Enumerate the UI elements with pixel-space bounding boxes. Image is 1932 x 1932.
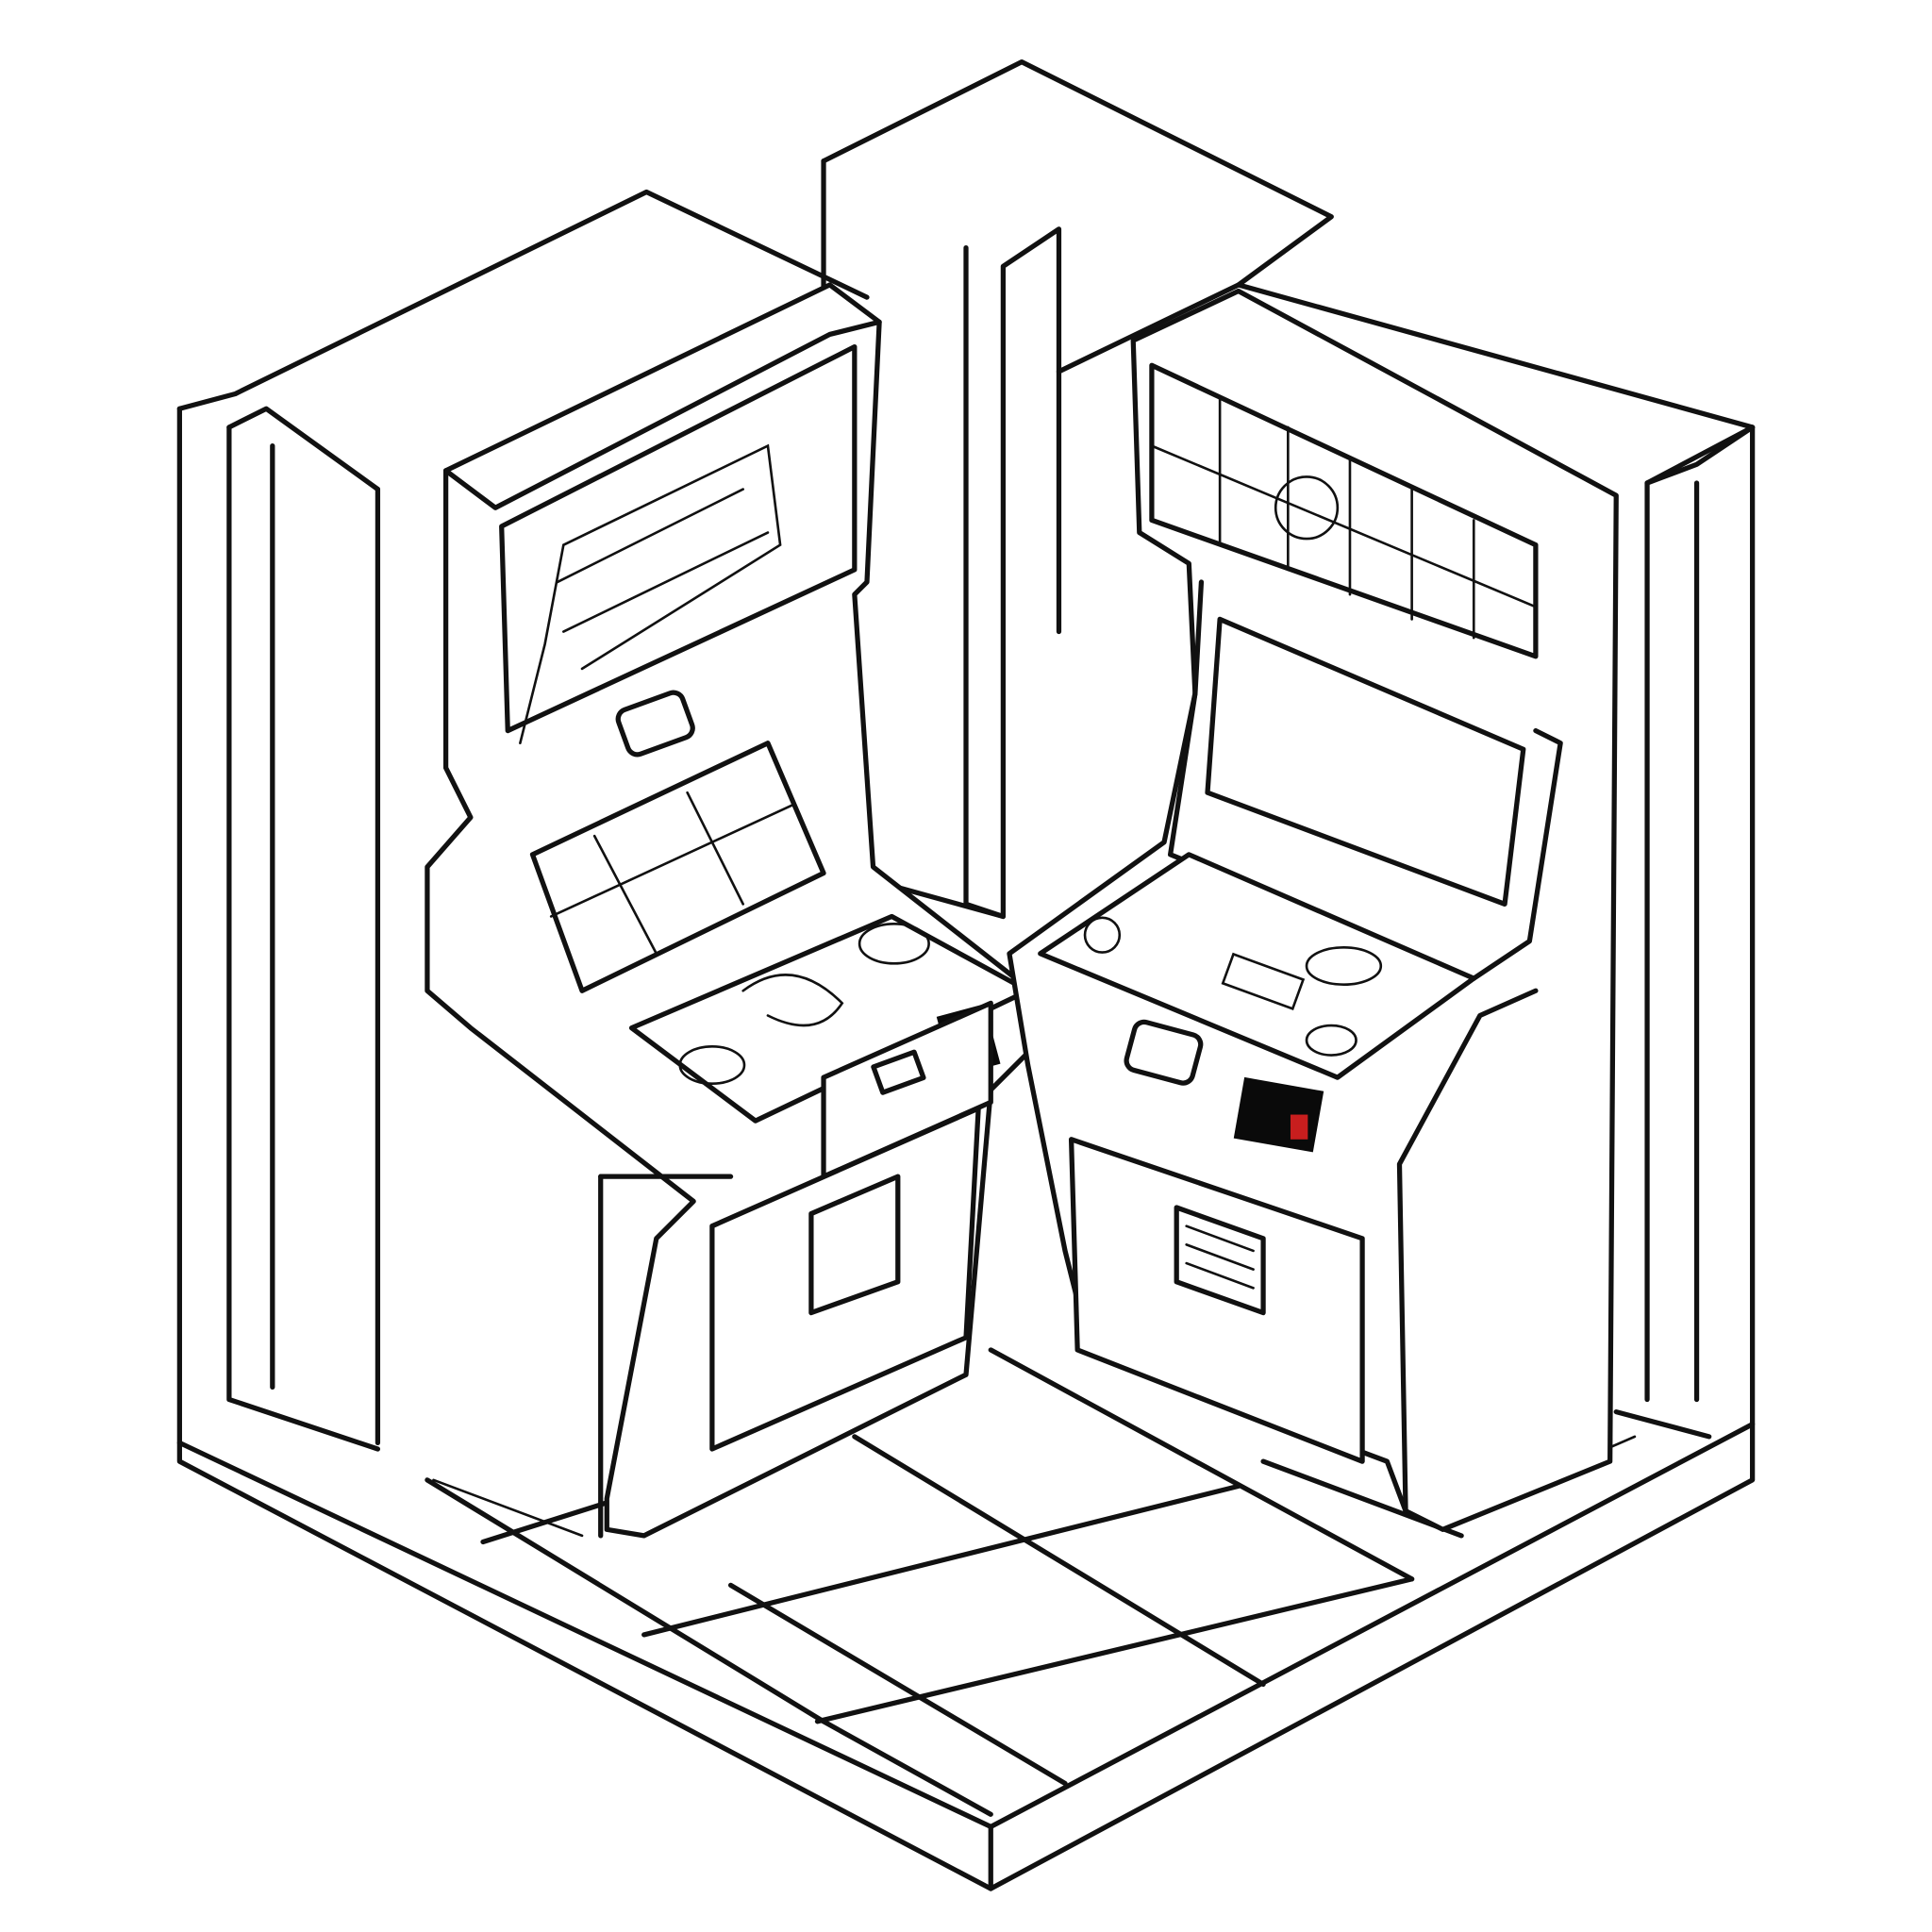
left-arcade-cabinet xyxy=(425,282,1043,1539)
left-marquee-screen xyxy=(499,343,858,734)
left-control-screen xyxy=(529,741,826,993)
right-marquee-screen xyxy=(1149,362,1539,659)
right-vent-grille xyxy=(1174,1205,1266,1316)
left-coin-door xyxy=(808,1174,901,1316)
right-control-panel xyxy=(1038,852,1476,1080)
room-walls xyxy=(176,59,1756,1891)
right-arcade-cabinet xyxy=(1007,288,1619,1532)
left-coin-slot-label xyxy=(615,690,695,758)
right-coin-slot-label xyxy=(1124,1019,1204,1086)
right-game-screen xyxy=(1205,616,1526,907)
right-red-button-panel xyxy=(1233,1076,1324,1153)
